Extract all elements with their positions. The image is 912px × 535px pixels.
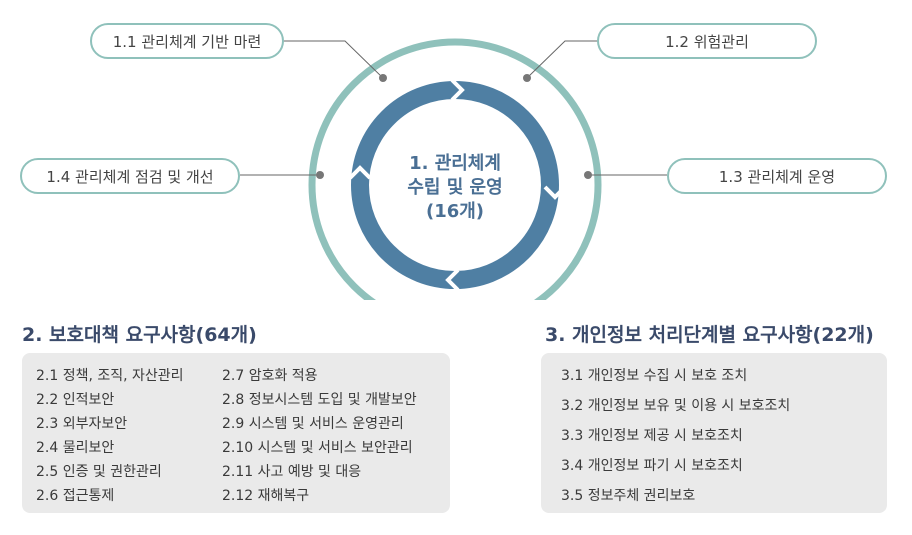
pill-1-3-label: 1.3 관리체계 운영 xyxy=(718,167,836,186)
cycle-diagram xyxy=(240,38,667,300)
list-item: 3.1 개인정보 수집 시 보호 조치 xyxy=(561,368,748,384)
center-line-1: 1. 관리체계 xyxy=(409,153,501,174)
section-2-panel: 2.1 정책, 조직, 자산관리 2.2 인적보안 2.3 외부자보안 2.4 … xyxy=(22,353,450,513)
list-item: 2.8 정보시스템 도입 및 개발보안 xyxy=(222,392,417,408)
cycle-arrow-left xyxy=(348,165,372,180)
pill-1-1: 1.1 관리체계 기반 마련 xyxy=(90,23,284,59)
connector-dot-1-3 xyxy=(584,171,592,179)
connector-1-1 xyxy=(283,40,384,79)
list-item: 3.5 정보주체 권리보호 xyxy=(561,488,696,504)
inner-cycle-ring xyxy=(351,81,559,289)
center-label: 1. 관리체계 수립 및 운영 (16개) xyxy=(375,152,535,224)
section-2-title: 2. 보호대책 요구사항(64개) xyxy=(22,324,257,346)
pill-1-2: 1.2 위험관리 xyxy=(597,23,817,59)
list-item: 3.3 개인정보 제공 시 보호조치 xyxy=(561,428,743,444)
list-item: 2.4 물리보안 xyxy=(36,440,115,456)
cycle-arrow-bottom xyxy=(445,268,460,292)
list-item: 2.11 사고 예방 및 대응 xyxy=(222,464,362,480)
list-item: 2.1 정책, 조직, 자산관리 xyxy=(36,368,184,384)
pill-1-2-label: 1.2 위험관리 xyxy=(665,32,749,51)
list-item: 2.10 시스템 및 서비스 보안관리 xyxy=(222,440,413,456)
list-item: 2.12 재해복구 xyxy=(222,488,310,504)
pill-1-4: 1.4 관리체계 점검 및 개선 xyxy=(20,158,240,194)
connector-1-2 xyxy=(526,40,598,79)
cycle-arrow-top xyxy=(450,78,465,102)
list-item: 2.5 인증 및 권한관리 xyxy=(36,464,162,480)
list-item: 2.6 접근통제 xyxy=(36,488,115,504)
section-3-title: 3. 개인정보 처리단계별 요구사항(22개) xyxy=(545,324,874,346)
list-item: 2.9 시스템 및 서비스 운영관리 xyxy=(222,416,404,432)
center-line-2: 수립 및 운영 xyxy=(407,177,503,198)
list-item: 2.2 인적보안 xyxy=(36,392,115,408)
cycle-arrows xyxy=(348,78,567,292)
list-item: 3.4 개인정보 파기 시 보호조치 xyxy=(561,458,743,474)
pill-1-3: 1.3 관리체계 운영 xyxy=(667,158,887,194)
list-item: 2.7 암호화 적용 xyxy=(222,368,318,384)
pill-1-4-label: 1.4 관리체계 점검 및 개선 xyxy=(46,167,214,186)
section-3-panel: 3.1 개인정보 수집 시 보호 조치 3.2 개인정보 보유 및 이용 시 보… xyxy=(541,353,887,513)
pill-1-1-label: 1.1 관리체계 기반 마련 xyxy=(112,32,262,51)
connector-dot-1-1 xyxy=(379,74,387,82)
outer-ring xyxy=(308,38,602,300)
connector-dot-1-4 xyxy=(316,171,324,179)
list-item: 3.2 개인정보 보유 및 이용 시 보호조치 xyxy=(561,398,791,414)
center-line-3: (16개) xyxy=(425,201,485,222)
connector-dot-1-2 xyxy=(523,74,531,82)
list-item: 2.3 외부자보안 xyxy=(36,416,128,432)
cycle-arrow-right xyxy=(543,185,567,200)
